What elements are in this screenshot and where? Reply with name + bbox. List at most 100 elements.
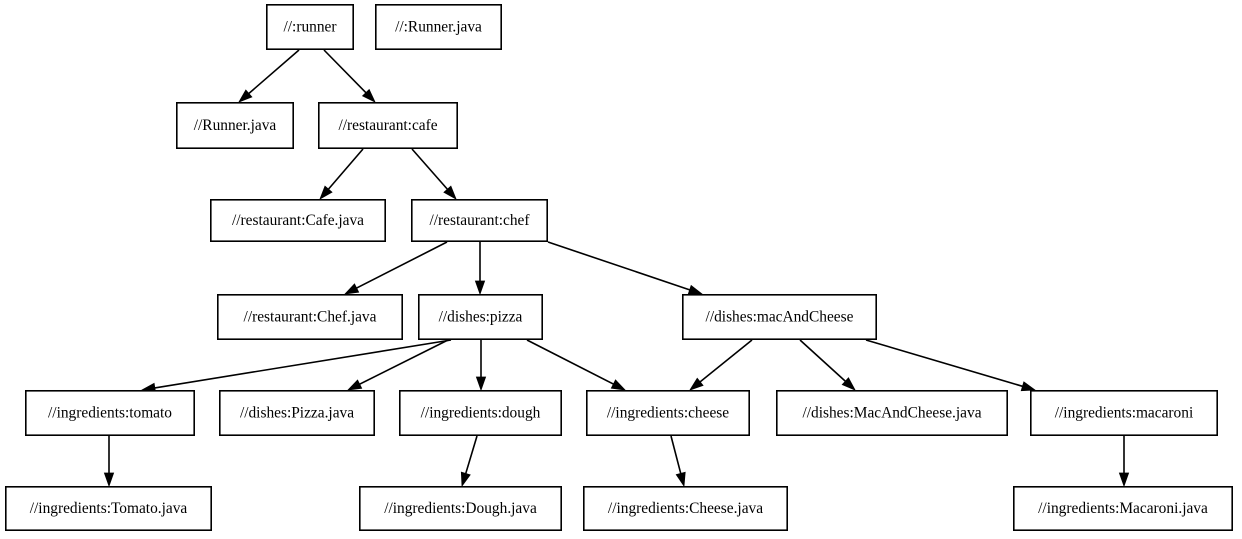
node-box [585, 389, 750, 436]
node-label: //ingredients:cheese [607, 405, 729, 422]
edge-dishes_pizza-to-ing_dough [475, 340, 487, 392]
arrowhead-icon [346, 379, 363, 391]
graph-node-root_runner_java[interactable]: //:Runner.java [374, 4, 502, 51]
edge-restaurant_cafe-to-restaurant_cafe_java [319, 148, 364, 200]
edge-ing_dough-to-ing_dough_java [460, 435, 478, 488]
node-box [1030, 389, 1219, 436]
arrowhead-icon [238, 89, 253, 103]
graph-node-ing_macaroni[interactable]: //ingredients:macaroni [1030, 389, 1219, 436]
graph-node-dishes_pizza[interactable]: //dishes:pizza [417, 293, 543, 340]
node-box [219, 389, 375, 436]
node-box [582, 485, 788, 531]
arrowhead-icon [675, 471, 686, 488]
edge-dishes_macandcheese-to-ing_cheese [689, 339, 753, 391]
edge-line [359, 339, 449, 385]
node-layer: //:runner //:Runner.java //Runner.java //re… [5, 4, 1233, 531]
graph-node-runner[interactable]: //:runner [265, 4, 354, 51]
edge-restaurant_cafe-to-restaurant_chef [411, 148, 457, 200]
node-box [417, 293, 543, 340]
graph-node-dishes_pizza_java[interactable]: //dishes:Pizza.java [219, 389, 375, 436]
node-box [410, 199, 548, 243]
graph-node-ing_dough_java[interactable]: //ingredients:Dough.java [358, 485, 562, 531]
arrowhead-icon [687, 284, 704, 295]
node-label: //ingredients:Dough.java [384, 500, 537, 517]
edge-line [248, 49, 300, 95]
node-label: //ingredients:tomato [48, 405, 172, 422]
arrowhead-icon [343, 283, 360, 295]
edge-runner-to-runner_java [238, 49, 300, 103]
node-box [681, 293, 877, 340]
graph-node-dishes_macandcheese_java[interactable]: //dishes:MacAndCheese.java [775, 389, 1008, 436]
edge-dishes_macandcheese-to-dishes_macandcheese_java [799, 339, 856, 391]
node-label: //Runner.java [194, 117, 277, 134]
node-label: //ingredients:Macaroni.java [1038, 500, 1208, 517]
edge-line [356, 241, 448, 289]
node-box [24, 389, 195, 436]
edge-line [670, 435, 682, 474]
node-label: //restaurant:Chef.java [244, 309, 377, 326]
graph-node-ing_cheese_java[interactable]: //ingredients:Cheese.java [582, 485, 788, 531]
edge-line [464, 435, 478, 474]
node-box [374, 4, 502, 51]
edge-line [547, 241, 690, 291]
arrowhead-icon [361, 88, 376, 103]
graph-node-dishes_macandcheese[interactable]: //dishes:macAndCheese [681, 293, 877, 340]
graph-node-restaurant_cafe[interactable]: //restaurant:cafe [317, 102, 458, 150]
graph-node-runner_java[interactable]: //Runner.java [176, 102, 295, 150]
edge-dishes_pizza-to-dishes_pizza_java [346, 339, 449, 391]
edge-line [799, 339, 846, 382]
arrowhead-icon [103, 472, 115, 488]
graph-node-ing_tomato_java[interactable]: //ingredients:Tomato.java [5, 485, 212, 531]
node-label: //dishes:pizza [439, 309, 523, 326]
edge-line [327, 148, 364, 190]
graph-node-ing_cheese[interactable]: //ingredients:cheese [585, 389, 750, 436]
edge-line [699, 339, 753, 383]
arrowhead-icon [841, 377, 856, 391]
node-box [398, 389, 562, 436]
node-label: //dishes:MacAndCheese.java [802, 405, 981, 422]
node-box [775, 389, 1008, 436]
node-label: //ingredients:macaroni [1055, 405, 1193, 422]
edge-dishes_pizza-to-ing_cheese [526, 339, 627, 391]
arrowhead-icon [443, 185, 457, 200]
node-label: //ingredients:Cheese.java [608, 500, 763, 517]
edge-line [526, 339, 614, 385]
node-box [1012, 485, 1233, 531]
edge-line [865, 339, 1023, 388]
node-label: //dishes:macAndCheese [706, 309, 854, 326]
edge-ing_cheese-to-ing_cheese_java [670, 435, 686, 488]
arrowhead-icon [610, 379, 627, 391]
node-box [317, 102, 458, 150]
edge-runner-to-restaurant_cafe [323, 49, 376, 103]
node-box [358, 485, 562, 531]
graph-node-ing_macaroni_java[interactable]: //ingredients:Macaroni.java [1012, 485, 1233, 531]
edge-layer [103, 49, 1130, 488]
node-label: //ingredients:Tomato.java [30, 500, 188, 517]
node-label: //ingredients:dough [421, 405, 541, 422]
graph-node-ing_tomato[interactable]: //ingredients:tomato [24, 389, 195, 436]
edge-restaurant_chef-to-dishes_macandcheese [547, 241, 704, 295]
node-box [5, 485, 212, 531]
edge-line [411, 148, 449, 190]
edge-dishes_macandcheese-to-ing_macaroni [865, 339, 1037, 392]
node-label: //:runner [284, 19, 337, 36]
node-label: //restaurant:Cafe.java [232, 212, 364, 229]
edge-dishes_pizza-to-ing_tomato [140, 339, 452, 393]
edge-restaurant_chef-to-dishes_pizza [474, 242, 486, 296]
edge-restaurant_chef-to-restaurant_chef_java [343, 241, 448, 295]
node-box [176, 102, 295, 150]
node-label: //dishes:Pizza.java [240, 405, 354, 422]
node-label: //:Runner.java [395, 19, 482, 36]
graph-node-ing_dough[interactable]: //ingredients:dough [398, 389, 562, 436]
arrowhead-icon [474, 280, 486, 296]
graph-node-restaurant_cafe_java[interactable]: //restaurant:Cafe.java [210, 199, 386, 243]
node-label: //restaurant:chef [430, 212, 531, 229]
graph-node-restaurant_chef[interactable]: //restaurant:chef [410, 199, 548, 243]
edge-line [154, 339, 452, 389]
node-box [265, 4, 354, 51]
arrowhead-icon [475, 376, 487, 392]
graph-node-restaurant_chef_java[interactable]: //restaurant:Chef.java [217, 293, 403, 340]
node-box [217, 293, 403, 340]
